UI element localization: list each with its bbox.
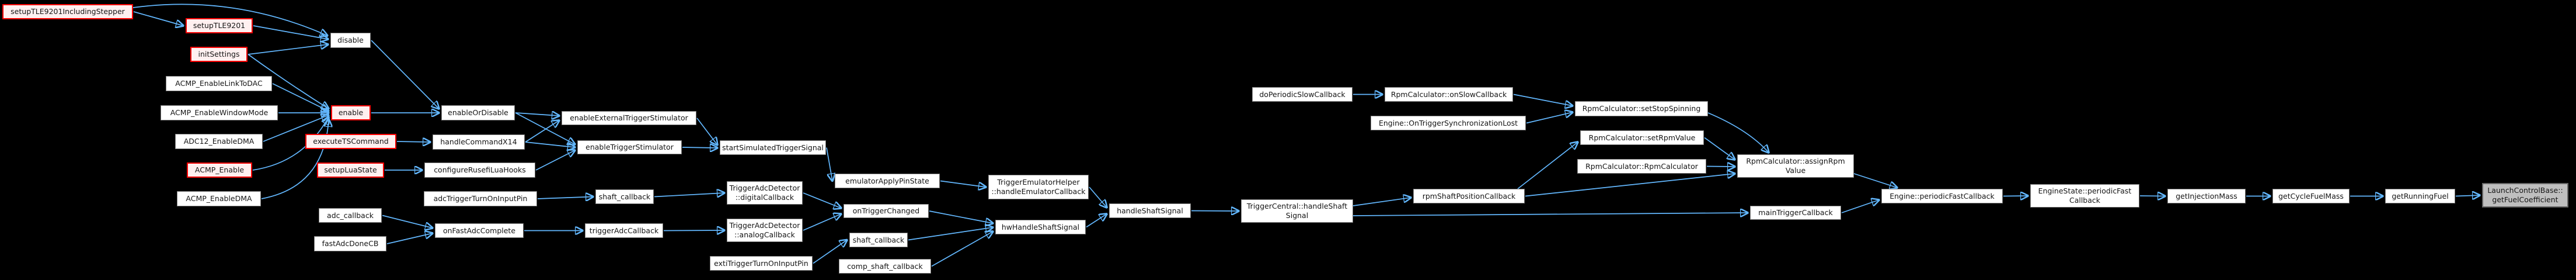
- node-syncLost[interactable]: Engine::OnTriggerSynchronizationLost: [1371, 116, 1526, 130]
- edge-initSettings-enable: [248, 54, 329, 109]
- node-fastAdcDone[interactable]: fastAdcDoneCB: [314, 236, 386, 251]
- node-doSlow[interactable]: doPeriodicSlowCallback: [1252, 87, 1353, 102]
- edge-enExtStim-startSim: [696, 117, 717, 145]
- node-onTrigChanged[interactable]: onTriggerChanged: [843, 204, 929, 218]
- node-enable[interactable]: enable: [331, 105, 371, 120]
- edge-adc12dma-enable: [263, 115, 329, 142]
- node-emuApply[interactable]: emulatorApplyPinState: [835, 174, 940, 188]
- node-setRpm[interactable]: RpmCalculator::setRpmValue: [1580, 130, 1704, 145]
- node-engFast[interactable]: Engine::periodicFastCallback: [1881, 189, 2003, 203]
- node-onSlowCb[interactable]: RpmCalculator::onSlowCallback: [1385, 87, 1513, 102]
- edge-handleShaft-tcHandleShaft: [1191, 211, 1239, 212]
- node-extiPin[interactable]: extiTriggerTurnOnInputPin: [710, 256, 813, 271]
- node-trigAdcCb[interactable]: triggerAdcCallback: [585, 223, 663, 238]
- edge-stepper-setupTLE9201: [133, 11, 183, 26]
- node-setupTLE9201[interactable]: setupTLE9201: [186, 18, 253, 33]
- node-getRunFuel[interactable]: getRunningFuel: [2385, 189, 2455, 203]
- edge-onTrigChanged-hwHandle: [929, 210, 993, 223]
- edge-acmpEnable-enable: [252, 117, 329, 171]
- node-emuHelper[interactable]: TriggerEmulatorHelper ::handleEmulatorCa…: [988, 175, 1089, 199]
- node-assignRpm[interactable]: RpmCalculator::assignRpm Value: [1737, 154, 1854, 178]
- edge-handleX14-enExtStim: [525, 120, 559, 143]
- edge-rpmShaftCb-assignRpm: [1525, 174, 1735, 197]
- edge-tcHandleShaft-rpmShaftCb: [1353, 198, 1411, 206]
- node-rpmShaftCb[interactable]: rpmShaftPositionCallback: [1413, 189, 1525, 203]
- edge-onSlowCb-setStop: [1513, 94, 1573, 106]
- node-acmpDma[interactable]: ACMP_EnableDMA: [177, 191, 261, 206]
- node-getInjMass[interactable]: getInjectionMass: [2167, 189, 2246, 203]
- node-adcTrigPin[interactable]: adcTriggerTurnOnInputPin: [424, 191, 537, 206]
- node-mainTrigCb[interactable]: mainTriggerCallback: [1750, 206, 1841, 220]
- node-launchCoef: LaunchControlBase:: getFuelCoefficient: [2482, 183, 2568, 208]
- edge-enTrigStim-startSim: [682, 147, 717, 148]
- edge-shaftCb1-tadDigital: [654, 193, 724, 197]
- edge-getRunFuel-launchCoef: [2455, 195, 2480, 196]
- edge-rpmShaftCb-setRpm: [1517, 142, 1578, 189]
- node-shaftCb2[interactable]: shaft_callback: [849, 233, 908, 247]
- node-execTS[interactable]: executeTSCommand: [305, 134, 396, 149]
- node-enableOrDisable[interactable]: enableOrDisable: [441, 105, 515, 120]
- node-acmpEnable[interactable]: ACMP_Enable: [187, 163, 252, 178]
- node-setupLua[interactable]: setupLuaState: [317, 163, 384, 178]
- edge-enableOrDisable-enExtStim: [515, 113, 559, 116]
- node-rpmCtor[interactable]: RpmCalculator::RpmCalculator: [1577, 159, 1706, 174]
- edge-setRpm-assignRpm: [1704, 137, 1735, 160]
- edge-hwHandle-handleShaft: [1086, 214, 1107, 228]
- edge-emuHelper-handleShaft: [1089, 186, 1107, 208]
- edge-startSim-emuApply: [826, 147, 832, 181]
- edge-tadAnalog-onTrigChanged: [803, 214, 841, 231]
- node-setStop[interactable]: RpmCalculator::setStopSpinning: [1575, 101, 1708, 116]
- node-luaHooks[interactable]: configureRusefiLuaHooks: [424, 163, 535, 178]
- edge-handleX14-enTrigStim: [525, 141, 575, 147]
- edge-disable-enableOrDisable: [371, 40, 439, 109]
- node-tadDigital[interactable]: TriggerAdcDetector ::digitalCallback: [727, 181, 803, 205]
- edge-fastAdcDone-onFastAdc: [386, 233, 433, 244]
- edge-syncLost-setStop: [1526, 112, 1573, 124]
- node-acmpLink[interactable]: ACMP_EnableLinkToDAC: [166, 76, 272, 91]
- edge-acmpLink-enable: [272, 83, 329, 111]
- edge-adcTrigPin-shaftCb1: [537, 197, 593, 199]
- node-initSettings[interactable]: initSettings: [190, 47, 248, 62]
- node-enExtStim[interactable]: enableExternalTriggerStimulator: [562, 111, 696, 125]
- edge-setStop-assignRpm: [1707, 112, 1769, 153]
- node-handleX14[interactable]: handleCommandX14: [433, 134, 525, 150]
- node-startSim[interactable]: startSimulatedTriggerSignal: [720, 140, 826, 155]
- edge-initSettings-disable: [248, 44, 328, 55]
- node-stepper[interactable]: setupTLE9201IncludingStepper: [2, 4, 133, 19]
- node-compShaftCb[interactable]: comp_shaft_callback: [839, 259, 931, 274]
- edge-tadDigital-onTrigChanged: [803, 192, 841, 208]
- node-onFastAdc[interactable]: onFastAdcComplete: [435, 223, 524, 238]
- node-acmpWindow[interactable]: ACMP_EnableWindowMode: [161, 105, 278, 120]
- node-enTrigStim[interactable]: enableTriggerStimulator: [577, 140, 682, 154]
- edge-acmpDma-enable: [261, 119, 329, 199]
- edge-luaHooks-enTrigStim: [535, 150, 575, 171]
- node-getCycleFuel[interactable]: getCycleFuelMass: [2272, 189, 2350, 203]
- node-handleShaft[interactable]: handleShaftSignal: [1109, 203, 1191, 218]
- node-adc12dma[interactable]: ADC12_EnableDMA: [175, 134, 263, 149]
- edge-tcHandleShaft-mainTrigCb: [1353, 213, 1748, 216]
- node-tcHandleShaft[interactable]: TriggerCentral::handleShaft Signal: [1241, 199, 1353, 223]
- edge-stepper-disable: [133, 4, 327, 36]
- node-tadAnalog[interactable]: TriggerAdcDetector ::analogCallback: [727, 219, 803, 242]
- edge-adcCb-onFastAdc: [382, 215, 433, 229]
- edge-emuApply-emuHelper: [940, 180, 986, 188]
- edge-compShaftCb-hwHandle: [931, 231, 993, 267]
- node-hwHandle[interactable]: hwHandleShaftSignal: [995, 220, 1086, 234]
- edge-execTS-handleX14: [396, 141, 430, 142]
- edge-shaftCb2-hwHandle: [908, 227, 993, 241]
- edge-mainTrigCb-engFast: [1841, 200, 1879, 213]
- node-disable[interactable]: disable: [330, 33, 371, 48]
- node-shaftCb1[interactable]: shaft_callback: [595, 189, 654, 204]
- edge-extiPin-shaftCb2: [813, 240, 847, 264]
- edge-trigAdcCb-tadAnalog: [663, 230, 724, 231]
- node-adcCb[interactable]: adc_callback: [319, 208, 382, 223]
- node-engStateFast[interactable]: EngineState::periodicFast Callback: [2030, 184, 2139, 208]
- edge-assignRpm-engFast: [1853, 173, 1897, 188]
- edge-setupTLE9201-disable: [253, 25, 328, 39]
- edge-enableOrDisable-enTrigStim: [515, 112, 575, 144]
